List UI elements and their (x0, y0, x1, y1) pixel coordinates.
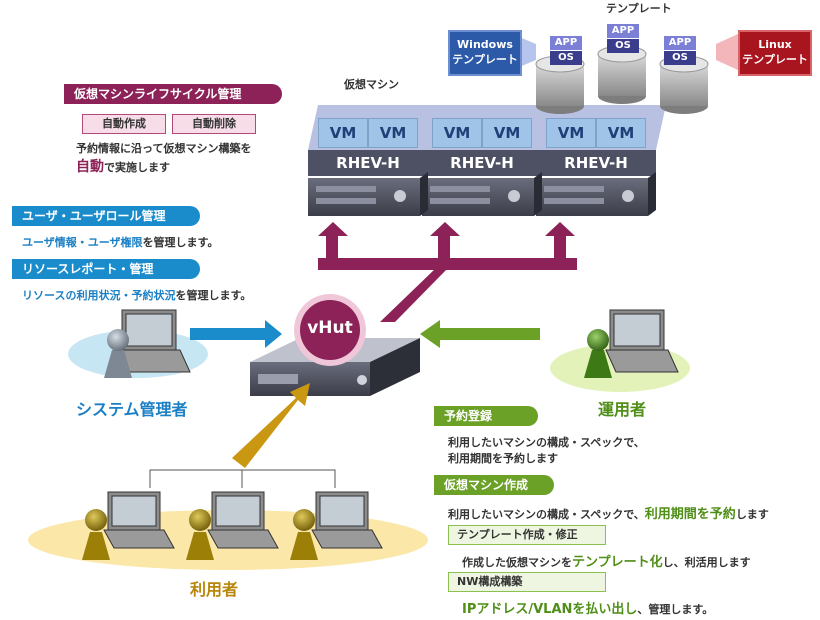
nw-box: NW構成構築 (448, 572, 606, 592)
tpl-create-line-pre: 作成した仮想マシンを (462, 556, 572, 569)
linux-template: Linux テンプレート (738, 30, 812, 76)
vm-box-1: VM (318, 118, 368, 148)
vm-create-line: 利用したいマシンの構成・スペックで、利用期間を予約します (448, 503, 769, 522)
lifecycle-auto-word: 自動 (76, 159, 104, 175)
app-badge-1: APP (550, 36, 582, 50)
rhev-label-3: RHEV-H (564, 154, 628, 172)
auto-delete-badge: 自動削除 (172, 114, 256, 134)
lifecycle-desc-rest: で実施します (104, 161, 170, 174)
rhev-label-1: RHEV-H (336, 154, 400, 172)
lifecycle-title: 仮想マシンライフサイクル管理 (64, 84, 282, 104)
vm-box-4: VM (482, 118, 532, 148)
users-arrow (232, 383, 310, 468)
tpl-create-line-strong: テンプレート化 (572, 555, 663, 570)
user-persons (82, 509, 318, 560)
user-role-desc-rest: を管理します。 (142, 236, 219, 249)
admin-arrow (190, 320, 282, 348)
resource-desc-highlight: リソースの利用状況・予約状況 (22, 289, 176, 302)
admin-person (104, 329, 132, 378)
resource-title: リソースレポート・管理 (12, 259, 200, 279)
vm-box-3: VM (432, 118, 482, 148)
tpl-create-line: 作成した仮想マシンをテンプレート化し、利活用します (462, 551, 751, 570)
auto-create-badge: 自動作成 (82, 114, 166, 134)
vm-create-line-post: します (735, 508, 769, 521)
reservation-line2: 利用期間を予約します (448, 452, 558, 465)
tpl-create-box: テンプレート作成・修正 (448, 525, 606, 545)
template-label: テンプレート (606, 2, 672, 15)
vm-create-line-pre: 利用したいマシンの構成・スペックで、 (448, 508, 645, 521)
users-label: 利用者 (190, 580, 239, 599)
vm-create-title: 仮想マシン作成 (434, 475, 554, 495)
vm-create-line-strong: 利用期間を予約 (644, 507, 736, 522)
lifecycle-desc-line1: 予約情報に沿って仮想マシン構築を (76, 142, 252, 155)
vm-label: 仮想マシン (344, 78, 399, 91)
reservation-line1: 利用したいマシンの構成・スペックで、 (448, 436, 645, 449)
vhut-label: vHut (307, 318, 353, 338)
user-role-desc: ユーザ情報・ユーザ権限を管理します。 (22, 234, 218, 250)
deploy-arrows (318, 222, 577, 322)
os-badge-1: OS (550, 51, 582, 65)
vm-box-6: VM (596, 118, 646, 148)
vm-box-2: VM (368, 118, 418, 148)
lifecycle-desc-line2: 自動で実施します (76, 156, 170, 176)
vm-box-5: VM (546, 118, 596, 148)
vhut-circle (300, 300, 360, 360)
os-badge-2: OS (607, 39, 639, 53)
reservation-title: 予約登録 (434, 406, 538, 426)
user-role-title: ユーザ・ユーザロール管理 (12, 206, 200, 226)
sys-admin-label: システム管理者 (76, 400, 188, 419)
nw-line-post: 、管理します。 (637, 603, 714, 616)
app-badge-2: APP (607, 24, 639, 38)
operator-arrow (420, 320, 540, 348)
windows-template: Windows テンプレート (448, 30, 522, 76)
resource-desc-rest: を管理します。 (175, 289, 252, 302)
windows-template-line2: テンプレート (452, 53, 518, 66)
operator-person (584, 329, 612, 378)
rhev-label-2: RHEV-H (450, 154, 514, 172)
laptops (103, 309, 679, 549)
nw-line-strong: IPアドレス/VLANを払い出し (462, 602, 638, 617)
nw-line: IPアドレス/VLANを払い出し、管理します。 (462, 598, 713, 617)
vhut-server (250, 338, 420, 396)
tpl-create-line-post: し、利活用します (662, 556, 751, 569)
os-badge-3: OS (664, 51, 696, 65)
resource-desc: リソースの利用状況・予約状況を管理します。 (22, 287, 251, 303)
user-role-desc-highlight: ユーザ情報・ユーザ権限 (22, 236, 143, 249)
linux-template-line2: テンプレート (742, 53, 808, 66)
user-network-lines (149, 469, 336, 488)
windows-template-line1: Windows (457, 38, 513, 51)
operator-label: 運用者 (598, 400, 647, 419)
linux-template-line1: Linux (758, 38, 792, 51)
app-badge-3: APP (664, 36, 696, 50)
